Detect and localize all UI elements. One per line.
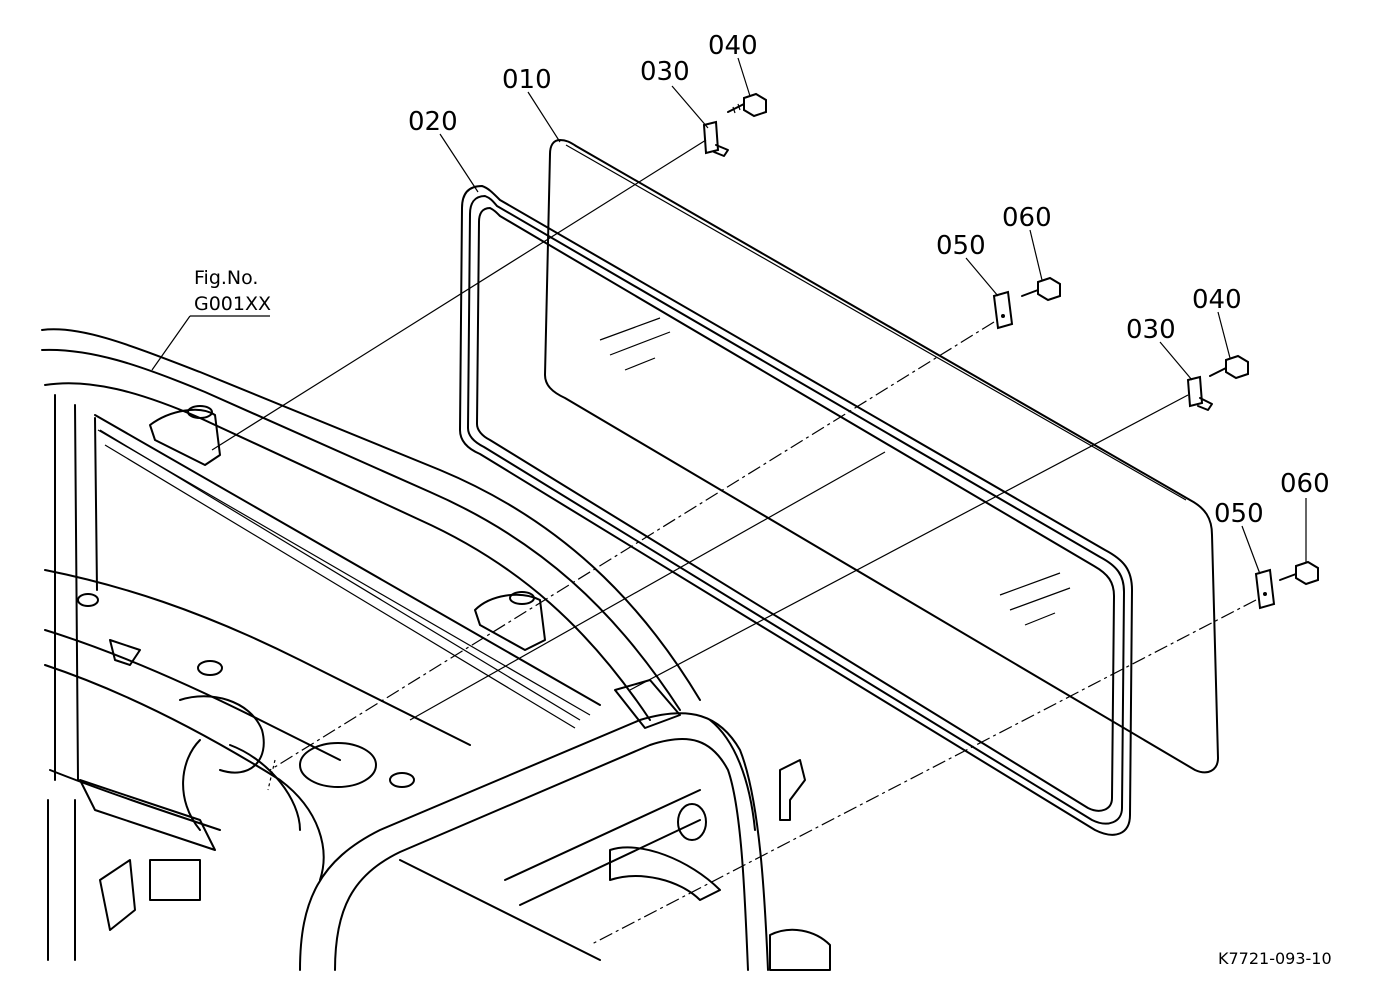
assembly-lines (211, 139, 1257, 946)
callout-050b: 050 (1214, 499, 1264, 529)
bolt-060a (1021, 276, 1061, 302)
fastener-set (702, 92, 1319, 610)
callout-060b: 060 (1280, 469, 1330, 499)
bolt-060b (1279, 560, 1319, 586)
callout-040b: 040 (1192, 285, 1242, 315)
weather-seal-020 (459, 185, 1133, 836)
callout-050a: 050 (936, 231, 986, 261)
callout-labels: 010 020 030 040 050 060 030 040 050 060 (408, 31, 1330, 529)
clip-030b (1186, 375, 1204, 408)
rear-glass-010 (544, 139, 1219, 774)
callout-040a: 040 (708, 31, 758, 61)
nut-plate-050b (1254, 568, 1276, 610)
cab-frame (41, 328, 831, 971)
screw-040b (1209, 354, 1249, 380)
document-id: K7721-093-10 (1218, 949, 1332, 968)
figure-reference: Fig.No. G001XX (194, 267, 271, 315)
callout-020: 020 (408, 107, 458, 137)
callout-030b: 030 (1126, 315, 1176, 345)
callout-010: 010 (502, 65, 552, 95)
leader-lines (151, 57, 1307, 575)
screw-040a (727, 92, 767, 118)
nut-plate-050a (992, 290, 1014, 330)
callout-030a: 030 (640, 57, 690, 87)
figure-ref-label: Fig.No. (194, 267, 258, 289)
clip-030a (702, 120, 720, 155)
figure-ref-number: G001XX (194, 293, 271, 315)
callout-060a: 060 (1002, 203, 1052, 233)
